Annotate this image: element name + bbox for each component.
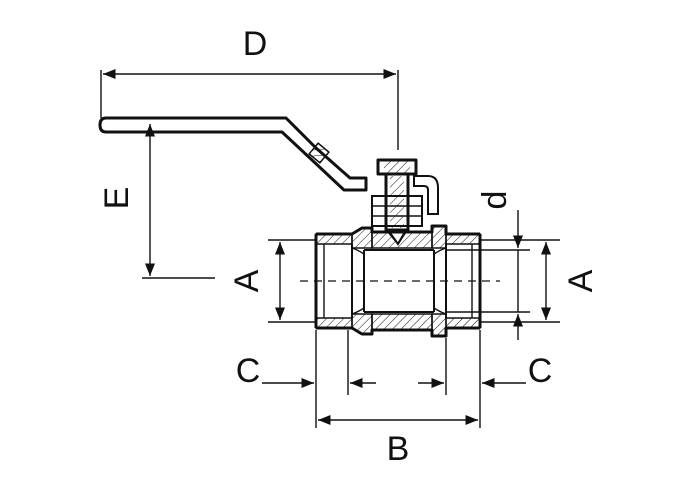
label-c-left: C	[236, 352, 261, 390]
label-d: D	[243, 25, 268, 63]
label-b: B	[387, 430, 410, 468]
dimension-a-left: A	[228, 239, 316, 323]
dimension-d: D	[100, 25, 399, 150]
dimension-b: B	[318, 414, 478, 468]
label-d-bore: d	[476, 191, 514, 210]
dimension-c-left: C	[236, 330, 376, 428]
label-c-right: C	[528, 352, 553, 390]
dimension-d-bore: d	[446, 191, 530, 340]
valve-handle	[98, 116, 439, 215]
dimension-c-right: C	[418, 330, 552, 428]
valve-body	[300, 224, 500, 338]
label-a-right: A	[562, 269, 600, 292]
label-a-left: A	[228, 269, 266, 292]
label-e: E	[98, 187, 136, 210]
dimension-e: E	[98, 124, 215, 279]
